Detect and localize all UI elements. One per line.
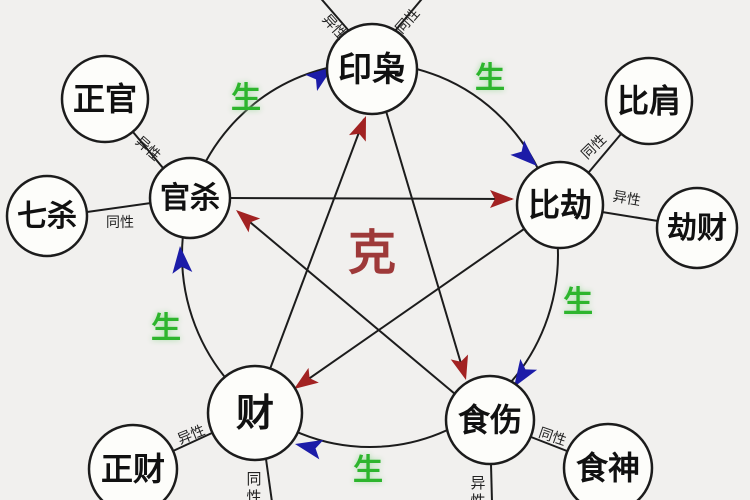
satellite-links — [86, 0, 659, 500]
node-label: 正财 — [101, 450, 165, 488]
sheng-arrow-into-shishang-icon — [514, 358, 538, 387]
node-circle — [148, 156, 232, 240]
node-label: 印枭 — [338, 50, 406, 90]
ke-arrow-into-cai-icon — [294, 367, 319, 389]
node-shishang: 食伤 — [444, 374, 536, 466]
node-zhengcai: 正财 — [87, 423, 179, 500]
sheng-label-bottom: 生 — [353, 453, 383, 488]
ke-pentagram-lines — [227, 110, 525, 395]
node-jiecai: 劫财 — [655, 186, 739, 270]
sheng-label-right: 生 — [563, 285, 593, 320]
relation-label-zhengcai: 异性 — [176, 423, 208, 448]
sheng-arrow-into-guansha-icon — [172, 246, 193, 274]
link-guansha-qisha — [86, 202, 152, 213]
node-label: 食神 — [576, 449, 640, 487]
ke-line-bijie-cai — [296, 228, 525, 388]
node-label: 财 — [236, 391, 274, 435]
node-label: 官杀 — [160, 181, 220, 216]
sheng-arrows — [172, 67, 538, 460]
sheng-label-topright: 生 — [475, 61, 505, 96]
relation-label-jiecai: 异性 — [612, 189, 642, 210]
sheng-labels: 生 生 生 生 生 — [151, 61, 593, 488]
node-label: 劫财 — [667, 211, 727, 246]
ke-arrows — [236, 116, 514, 389]
sheng-label-left: 生 — [151, 311, 181, 346]
link-shishang-bottom — [490, 463, 493, 500]
node-circle — [87, 423, 179, 500]
relation-label-cai-bottom-char2: 性 — [246, 488, 261, 500]
ke-line-shishang-guansha — [237, 211, 456, 395]
node-guansha: 官杀 — [148, 156, 232, 240]
link-cai-zhengcai — [172, 432, 213, 452]
node-yinxiao: 印枭 — [325, 22, 419, 116]
link-yinxiao-topright — [394, 0, 423, 32]
ke-center-label: 克 — [348, 225, 396, 281]
node-circle — [562, 422, 654, 500]
node-circle — [325, 22, 419, 116]
link-shishang-shishen — [530, 436, 568, 452]
relation-label-shishang-bottom-char1: 异 — [470, 474, 485, 492]
node-label: 正官 — [73, 80, 137, 118]
ke-line-yinxiao-shishang — [385, 110, 466, 378]
sheng-arrow-into-cai-icon — [295, 439, 324, 460]
node-cai: 财 — [206, 364, 304, 462]
node-zhengguan: 正官 — [60, 54, 150, 144]
link-bijie-jiecai — [601, 211, 659, 222]
node-bijian: 比肩 — [604, 56, 694, 146]
link-yinxiao-topleft — [320, 0, 350, 32]
node-shishen: 食神 — [562, 422, 654, 500]
node-label: 食伤 — [458, 401, 522, 439]
relation-label-zhengguan: 异性 — [132, 134, 164, 165]
node-circle — [515, 160, 605, 250]
link-guansha-zhengguan — [132, 131, 164, 169]
ke-arrow-into-shishang-icon — [450, 354, 469, 380]
node-circle — [444, 374, 536, 466]
node-circle — [655, 186, 739, 270]
node-label: 七杀 — [17, 199, 77, 234]
relation-label-qisha: 同性 — [106, 215, 134, 231]
link-bijie-bijian — [588, 133, 622, 173]
sheng-arrow-into-bijie-icon — [510, 140, 537, 166]
ke-arrow-into-bijie-icon — [490, 190, 514, 208]
relation-label-bijian: 同性 — [579, 132, 610, 163]
node-label: 比劫 — [528, 186, 592, 224]
ke-line-cai-yinxiao — [269, 118, 365, 370]
relation-label-shishang-bottom-char2: 性 — [470, 492, 485, 500]
sheng-label-topleft: 生 — [231, 81, 261, 116]
node-circle — [60, 54, 150, 144]
relation-label-cai-bottom-char1: 同 — [246, 470, 261, 488]
link-cai-bottom — [265, 458, 273, 500]
node-qisha: 七杀 — [5, 174, 89, 258]
ke-line-guansha-bijie — [227, 197, 513, 200]
node-label: 比肩 — [617, 82, 681, 120]
ke-arrow-into-yinxiao-icon — [348, 116, 366, 142]
node-circle — [5, 174, 89, 258]
node-circle — [604, 56, 694, 146]
node-circle — [206, 364, 304, 462]
ke-arrow-into-guansha-icon — [236, 210, 261, 233]
node-bijie: 比劫 — [515, 160, 605, 250]
